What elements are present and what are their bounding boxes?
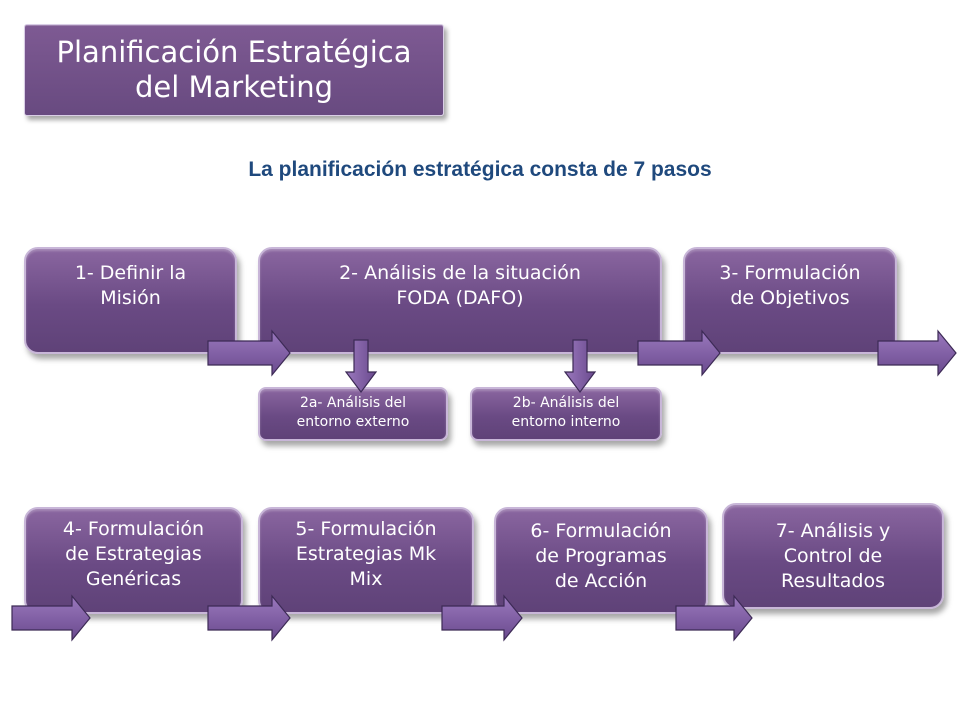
step-3-objectives: 3- Formulación de Objetivos: [683, 247, 897, 354]
slide-subtitle: La planificación estratégica consta de 7…: [248, 158, 712, 181]
step-2b-internal-analysis: 2b- Análisis del entorno interno: [470, 387, 662, 441]
step-2-situation-analysis: 2- Análisis de la situación FODA (DAFO): [258, 247, 662, 354]
step-5-mk-mix-strategies: 5- Formulación Estrategias Mk Mix: [258, 507, 474, 614]
step-7-results-control: 7- Análisis y Control de Resultados: [722, 503, 944, 609]
step-1-define-mission: 1- Definir la Misión: [24, 247, 237, 354]
step-2a-external-analysis: 2a- Análisis del entorno externo: [258, 387, 448, 441]
step-6-action-programs: 6- Formulación de Programas de Acción: [494, 507, 708, 614]
slide-title: Planificación Estratégica del Marketing: [24, 24, 444, 116]
step-4-generic-strategies: 4- Formulación de Estrategias Genéricas: [24, 507, 243, 614]
